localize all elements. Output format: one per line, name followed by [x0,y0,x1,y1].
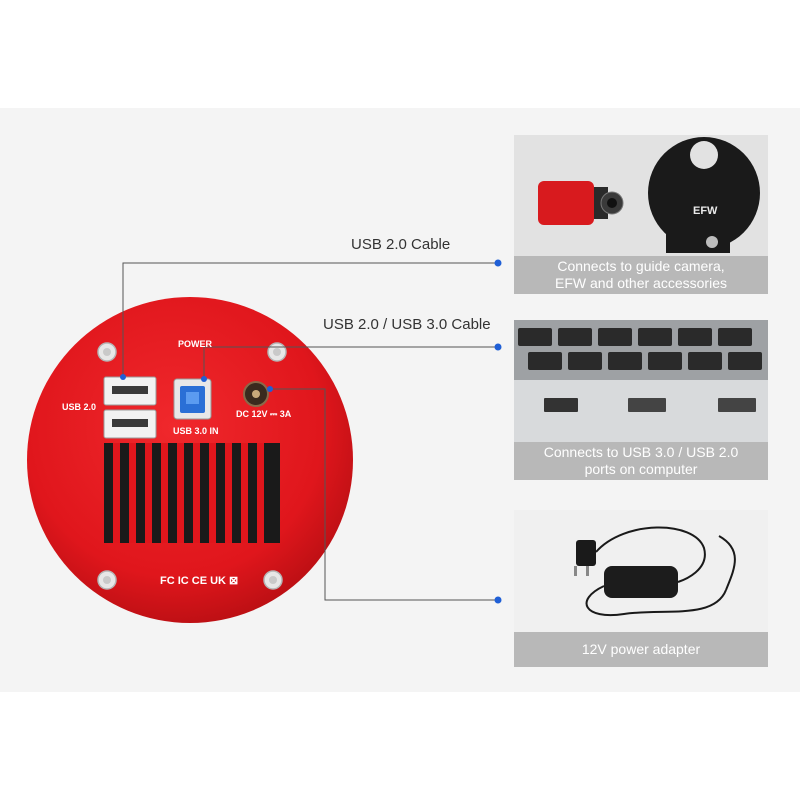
usb2-cable-label: USB 2.0 Cable [351,236,451,253]
adapter-cables [585,526,736,617]
dc-input-label: DC 12V ⎓ 3A [236,409,292,419]
accessories-caption: Connects to guide camera, EFW and other … [514,256,768,294]
power-panel: 12V power adapter [514,510,768,667]
usb2-port [103,409,157,439]
usb23-cable-label: USB 2.0 / USB 3.0 Cable [323,316,491,333]
computer-caption: Connects to USB 3.0 / USB 2.0 ports on c… [514,442,768,480]
screw-icon [267,342,287,362]
caption-line: EFW and other accessories [555,275,727,291]
connector-dots [120,259,502,604]
usb2-port [103,376,157,406]
caption-line: ports on computer [584,461,698,477]
plug-icon [574,540,596,576]
keyboard-keys [518,328,762,370]
certification-marks: FC IC CE UK ⊠ [160,575,239,587]
screw-icon [97,342,117,362]
guide-camera-image [538,181,624,225]
screw-icon [263,570,283,590]
caption-line: Connects to guide camera, [557,258,725,274]
efw-label: EFW [693,205,718,217]
usb2-port-label: USB 2.0 [62,402,97,412]
accessories-panel: EFW Connects to guide camera, EFW and ot… [514,135,768,294]
caption-line: Connects to USB 3.0 / USB 2.0 [543,444,739,460]
connector-lines [122,262,498,601]
usb-ports-image [544,398,756,412]
dc-power-jack [243,381,269,407]
filter-wheel-image [648,137,760,253]
adapter-brick [604,566,678,598]
usb3-port [173,378,212,420]
power-caption: 12V power adapter [514,632,768,667]
cooling-vents [104,443,280,543]
usb3-port-label: USB 3.0 IN [173,426,219,436]
power-label: POWER [178,339,213,349]
screw-icon [97,570,117,590]
computer-panel: Connects to USB 3.0 / USB 2.0 ports on c… [514,320,768,480]
